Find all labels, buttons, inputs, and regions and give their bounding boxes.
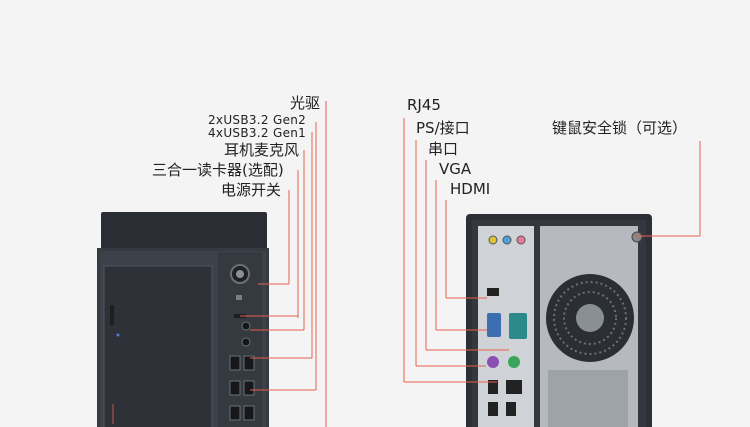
label-rj45: RJ45 xyxy=(407,96,441,114)
right-callout-lines xyxy=(403,118,701,383)
label-usb-gen1: 4xUSB3.2 Gen1 xyxy=(208,126,307,140)
fan-grille-icon xyxy=(546,274,634,362)
left-callout-lines xyxy=(240,101,327,427)
optical-drive-bay xyxy=(103,265,213,427)
front-tower xyxy=(97,212,269,427)
label-hdmi: HDMI xyxy=(450,180,491,198)
label-optical-drive: 光驱 xyxy=(290,94,321,112)
label-serial: 串口 xyxy=(428,140,459,158)
label-power-switch: 电源开关 xyxy=(221,181,282,199)
usb-port-icon xyxy=(229,355,255,421)
label-vga: VGA xyxy=(439,160,472,178)
label-usb-gen2: 2xUSB3.2 Gen2 xyxy=(208,113,307,127)
label-card-reader: 三合一读卡器(选配) xyxy=(152,161,284,179)
power-button-icon xyxy=(230,264,250,284)
label-lock: 键鼠安全锁（可选） xyxy=(552,119,688,137)
label-ps2: PS/接口 xyxy=(416,119,470,137)
rear-tower xyxy=(466,214,652,427)
label-headset-mic: 耳机麦克风 xyxy=(224,141,300,159)
